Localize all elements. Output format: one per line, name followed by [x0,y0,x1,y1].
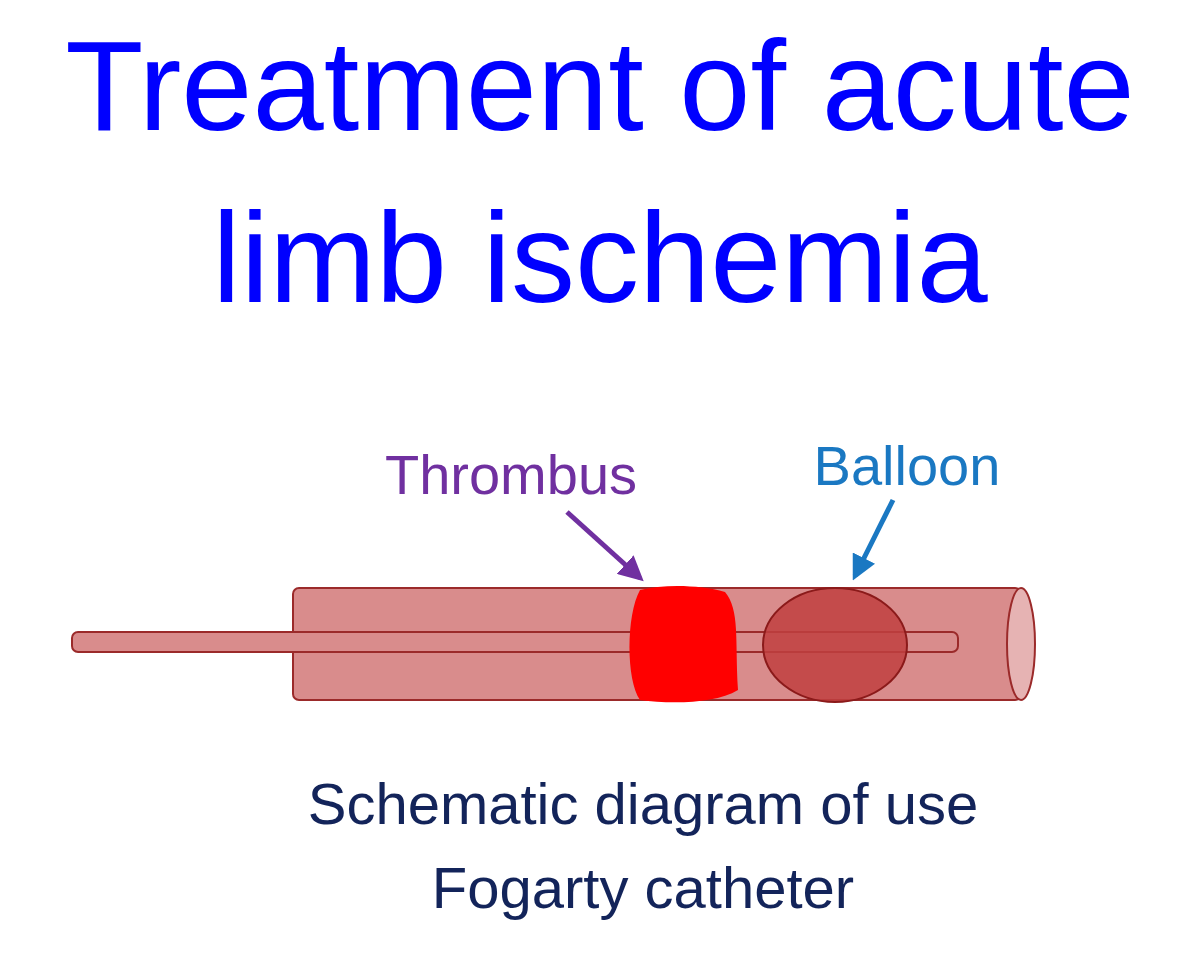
part-label: Balloon [814,434,1001,498]
balloon [763,588,907,702]
caption-text: Schematic diagram of use Fogarty cathete… [243,762,1043,930]
thrombus [630,586,739,702]
leader-arrow [567,512,640,578]
leader-arrow [855,500,893,576]
part-label: Thrombus [385,443,637,507]
title-text: Treatment of acute limb ischemia [10,0,1190,344]
